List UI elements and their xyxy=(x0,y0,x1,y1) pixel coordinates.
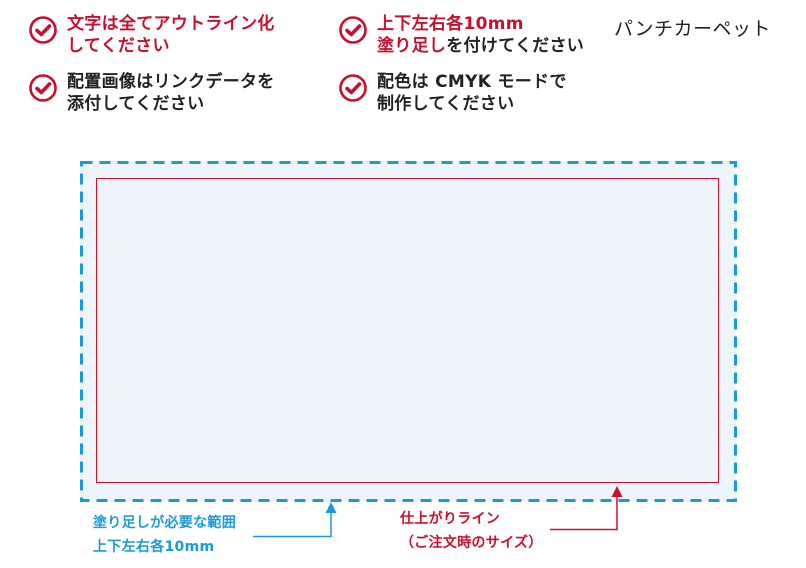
note-bleed: 上下左右各10mm 塗り足しを付けてください xyxy=(338,13,584,57)
note-line: 制作してください xyxy=(377,94,515,114)
note-line: してください xyxy=(67,36,170,56)
trim-line xyxy=(96,178,719,483)
note-line: 添付してください xyxy=(67,94,205,114)
caption-line: 上下左右各10mm xyxy=(93,539,215,555)
product-title: パンチカーペット xyxy=(614,18,771,40)
note-line: 配色は CMYK モードで xyxy=(377,72,567,92)
note-line-rest: を付けてください xyxy=(446,36,585,56)
bleed-arrow-icon xyxy=(253,502,337,538)
check-circle-icon xyxy=(29,16,57,44)
trim-arrow-icon xyxy=(550,486,623,531)
check-circle-icon xyxy=(29,74,57,102)
note-linked-images: 配置画像はリンクデータを 添付してください xyxy=(28,71,275,115)
note-line: 上下左右各10mm xyxy=(377,14,524,34)
caption-line: 仕上がりライン xyxy=(400,511,501,527)
note-line-composite: 塗り足しを付けてください xyxy=(377,35,584,57)
bleed-border-dashed xyxy=(80,161,737,502)
note-line: 配置画像はリンクデータを xyxy=(67,72,275,92)
check-circle-icon xyxy=(339,16,367,44)
check-circle-icon xyxy=(339,74,367,102)
trim-caption: 仕上がりライン （ご注文時のサイズ） xyxy=(400,507,543,555)
note-outline-text: 文字は全てアウトライン化 してください xyxy=(28,13,275,57)
note-cmyk: 配色は CMYK モードで 制作してください xyxy=(338,71,567,115)
note-highlight: 塗り足し xyxy=(377,36,447,56)
bleed-caption: 塗り足しが必要な範囲 上下左右各10mm xyxy=(93,511,236,559)
caption-line: （ご注文時のサイズ） xyxy=(400,535,543,551)
note-line: 文字は全てアウトライン化 xyxy=(67,14,275,34)
bleed-area xyxy=(80,161,736,501)
caption-line: 塗り足しが必要な範囲 xyxy=(93,515,236,531)
